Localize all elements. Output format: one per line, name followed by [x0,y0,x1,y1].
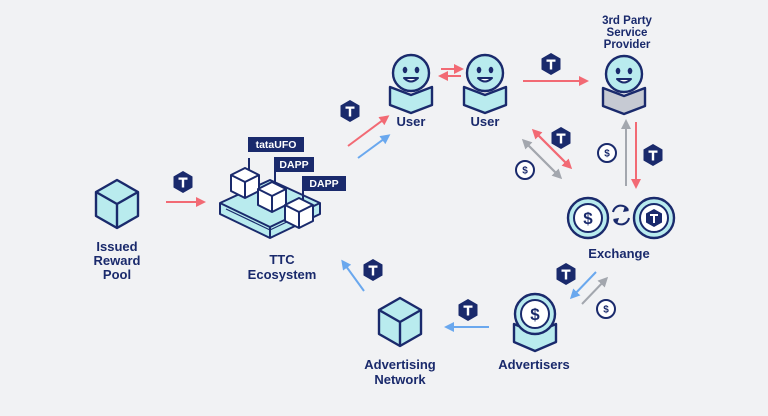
ttc-token-icon [551,127,571,149]
arrow-exchange-to-advertisers-blue [569,271,597,300]
cube-icon [230,167,260,199]
dollar-coin-icon: $ [515,160,535,180]
svg-text:DAPP: DAPP [309,178,338,190]
provider-label-2: Service [607,27,648,39]
user-icon [388,53,434,115]
ttc-token-icon [632,196,676,240]
ttc-token-icon [458,299,478,321]
user-1-label: User [397,114,426,129]
ttc-token-icon [541,53,561,75]
ttc-token-icon [556,263,576,285]
pool-label-3: Pool [103,267,131,282]
provider-label-3: Provider [604,39,651,51]
flow-arrows [166,64,641,332]
user-2-label: User [471,114,500,129]
exchange-label: Exchange [588,246,649,261]
dollar-coin-icon: $ [512,292,558,353]
arrow-ecosystem-to-user [347,115,390,147]
dollar-coin-icon: $ [566,196,610,240]
svg-text:$: $ [603,305,609,316]
svg-text:DAPP: DAPP [279,159,308,171]
arrow-advertisers-to-exchange-gray [581,276,609,305]
ttc-token-icon [340,100,360,122]
tag-dapp-2 [302,176,346,191]
cube-icon [94,178,140,230]
node-ttc-ecosystem: tataUFO DAPP DAPP TTC Ecosystem [219,137,346,282]
dollar-badges: $ $ $ [515,143,617,319]
provider-label-1: 3rd Party [602,15,652,27]
ttc-token-icon [173,171,193,193]
provider-icon [601,54,647,116]
arrow-exchange-to-user-gray-back [521,138,561,178]
svg-text:$: $ [604,149,610,160]
ecosystem-label-1: TTC [269,252,295,267]
svg-text:tataUFO: tataUFO [256,139,297,151]
cube-icon [284,197,314,229]
svg-text:$: $ [583,209,593,228]
node-advertising-network: Advertising Network [364,296,436,387]
node-3rd-party-provider: 3rd Party Service Provider [601,15,653,116]
swap-arrows-icon [612,204,630,226]
cube-icon [257,181,287,213]
node-issued-reward-pool: Issued Reward Pool [94,178,141,282]
pool-label-2: Reward [94,253,141,268]
arrow-user-to-ecosystem-blue [357,134,391,159]
svg-text:$: $ [522,166,528,177]
dollar-coin-icon: $ [596,299,616,319]
advertisers-label: Advertisers [498,357,570,372]
ad-network-label-1: Advertising [364,357,436,372]
node-user-2: User [462,53,508,129]
tag-tataufo [248,137,304,152]
ttc-token-icon [363,259,383,281]
ecosystem-label-2: Ecosystem [248,267,317,282]
node-exchange: $ Exchange [566,196,676,261]
arrow-user-to-exchange-red-back [531,128,571,168]
svg-text:$: $ [530,305,540,324]
user-icon [462,53,508,115]
node-advertisers: $ Advertisers [498,292,570,372]
ttc-token-icon [643,144,663,166]
pool-label-1: Issued [96,239,137,254]
cube-icon [377,296,423,348]
tag-dapp-1 [274,157,314,172]
ad-network-label-2: Network [374,372,426,387]
node-user-1: User [388,53,434,129]
dollar-coin-icon: $ [597,143,617,163]
arrow-network-to-ecosystem [341,259,365,292]
